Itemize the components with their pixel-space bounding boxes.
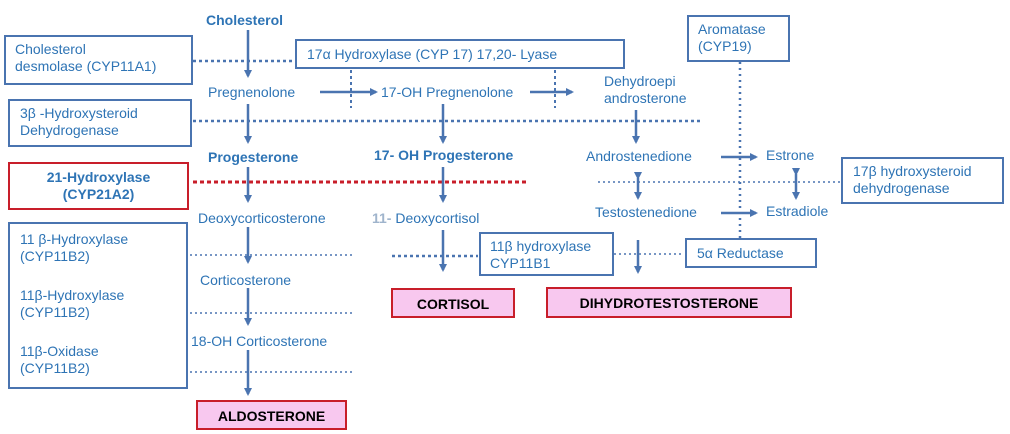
enzyme-dotted-lines	[190, 59, 840, 373]
reaction-arrows	[244, 30, 800, 396]
